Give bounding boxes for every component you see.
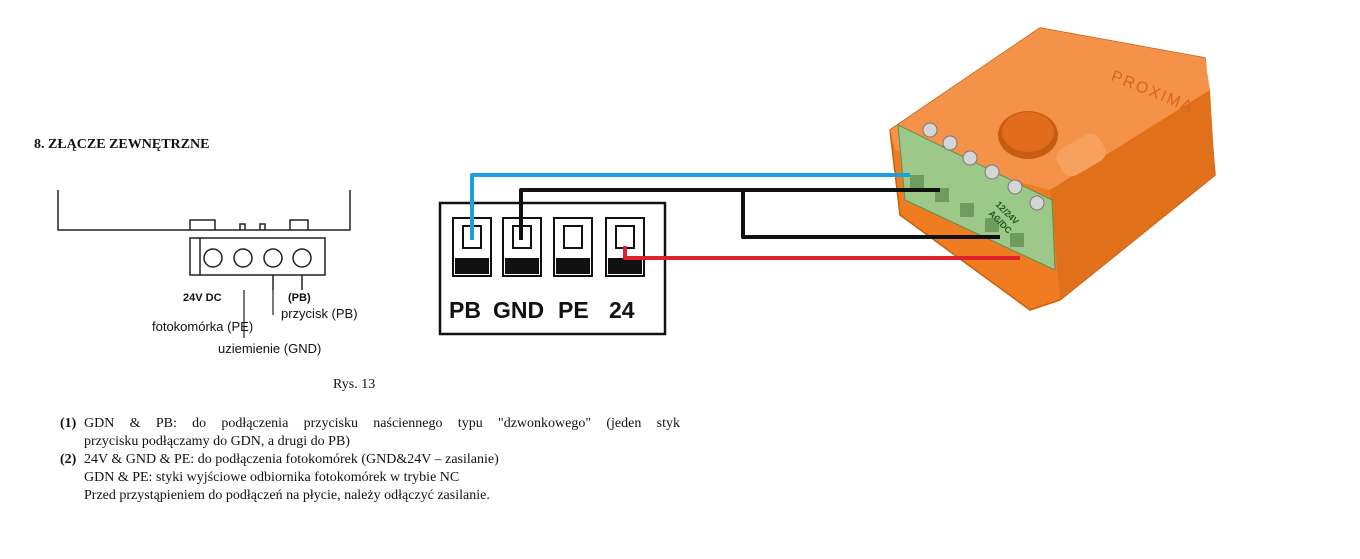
label-24v-dc: 24V DC xyxy=(183,292,222,304)
label-przycisk: przycisk (PB) xyxy=(281,306,358,321)
note-1-text-2: przycisku podłączamy do GDN, a drugi do … xyxy=(84,434,350,449)
wire-blue xyxy=(470,173,910,240)
note-1-line-1: (1) GDN & PB: do podłączenia przycisku na… xyxy=(60,415,680,433)
terminal-label-pe: PE xyxy=(558,297,589,323)
wire-red xyxy=(623,246,1020,260)
pcb-connector-drawing xyxy=(57,190,351,290)
label-uziemienie: uziemienie (GND) xyxy=(218,341,322,356)
leader-lines xyxy=(243,290,274,338)
note-2-number: (2) xyxy=(60,452,77,467)
terminal-label-pb: PB xyxy=(449,297,481,323)
terminal-label-24: 24 xyxy=(609,297,635,323)
note-2-text-1: 24V & GND & PE: do podłączenia fotokomór… xyxy=(84,452,499,467)
wires xyxy=(470,173,1020,260)
wire-black-top xyxy=(519,188,940,240)
terminal-block: PB GND PE 24 xyxy=(438,201,667,336)
section-heading: 8. ZŁĄCZE ZEWNĘTRZNE xyxy=(34,137,210,152)
notes-block: (1) GDN & PB: do podłączenia przycisku na… xyxy=(60,415,680,505)
note-2-text-3: Przed przystąpieniem do podłączeń na pły… xyxy=(84,488,490,503)
figure-caption: Rys. 13 xyxy=(333,377,376,392)
label-pb: (PB) xyxy=(288,292,311,304)
note-2-text-2: GDN & PE: styki wyjściowe odbiornika fot… xyxy=(84,470,460,485)
terminal-label-gnd: GND xyxy=(493,297,544,323)
proxima-module: PROXIMA 12/24V AC/DC xyxy=(889,27,1216,311)
note-1-text-1: GDN & PB: do podłączenia przycisku naści… xyxy=(84,416,680,431)
wire-black-low xyxy=(741,190,1000,239)
note-1-number: (1) xyxy=(60,416,77,431)
label-fotokomorka: fotokomórka (PE) xyxy=(152,319,254,334)
note-2-line-1: (2) 24V & GND & PE: do podłączenia fotoko… xyxy=(60,451,680,469)
